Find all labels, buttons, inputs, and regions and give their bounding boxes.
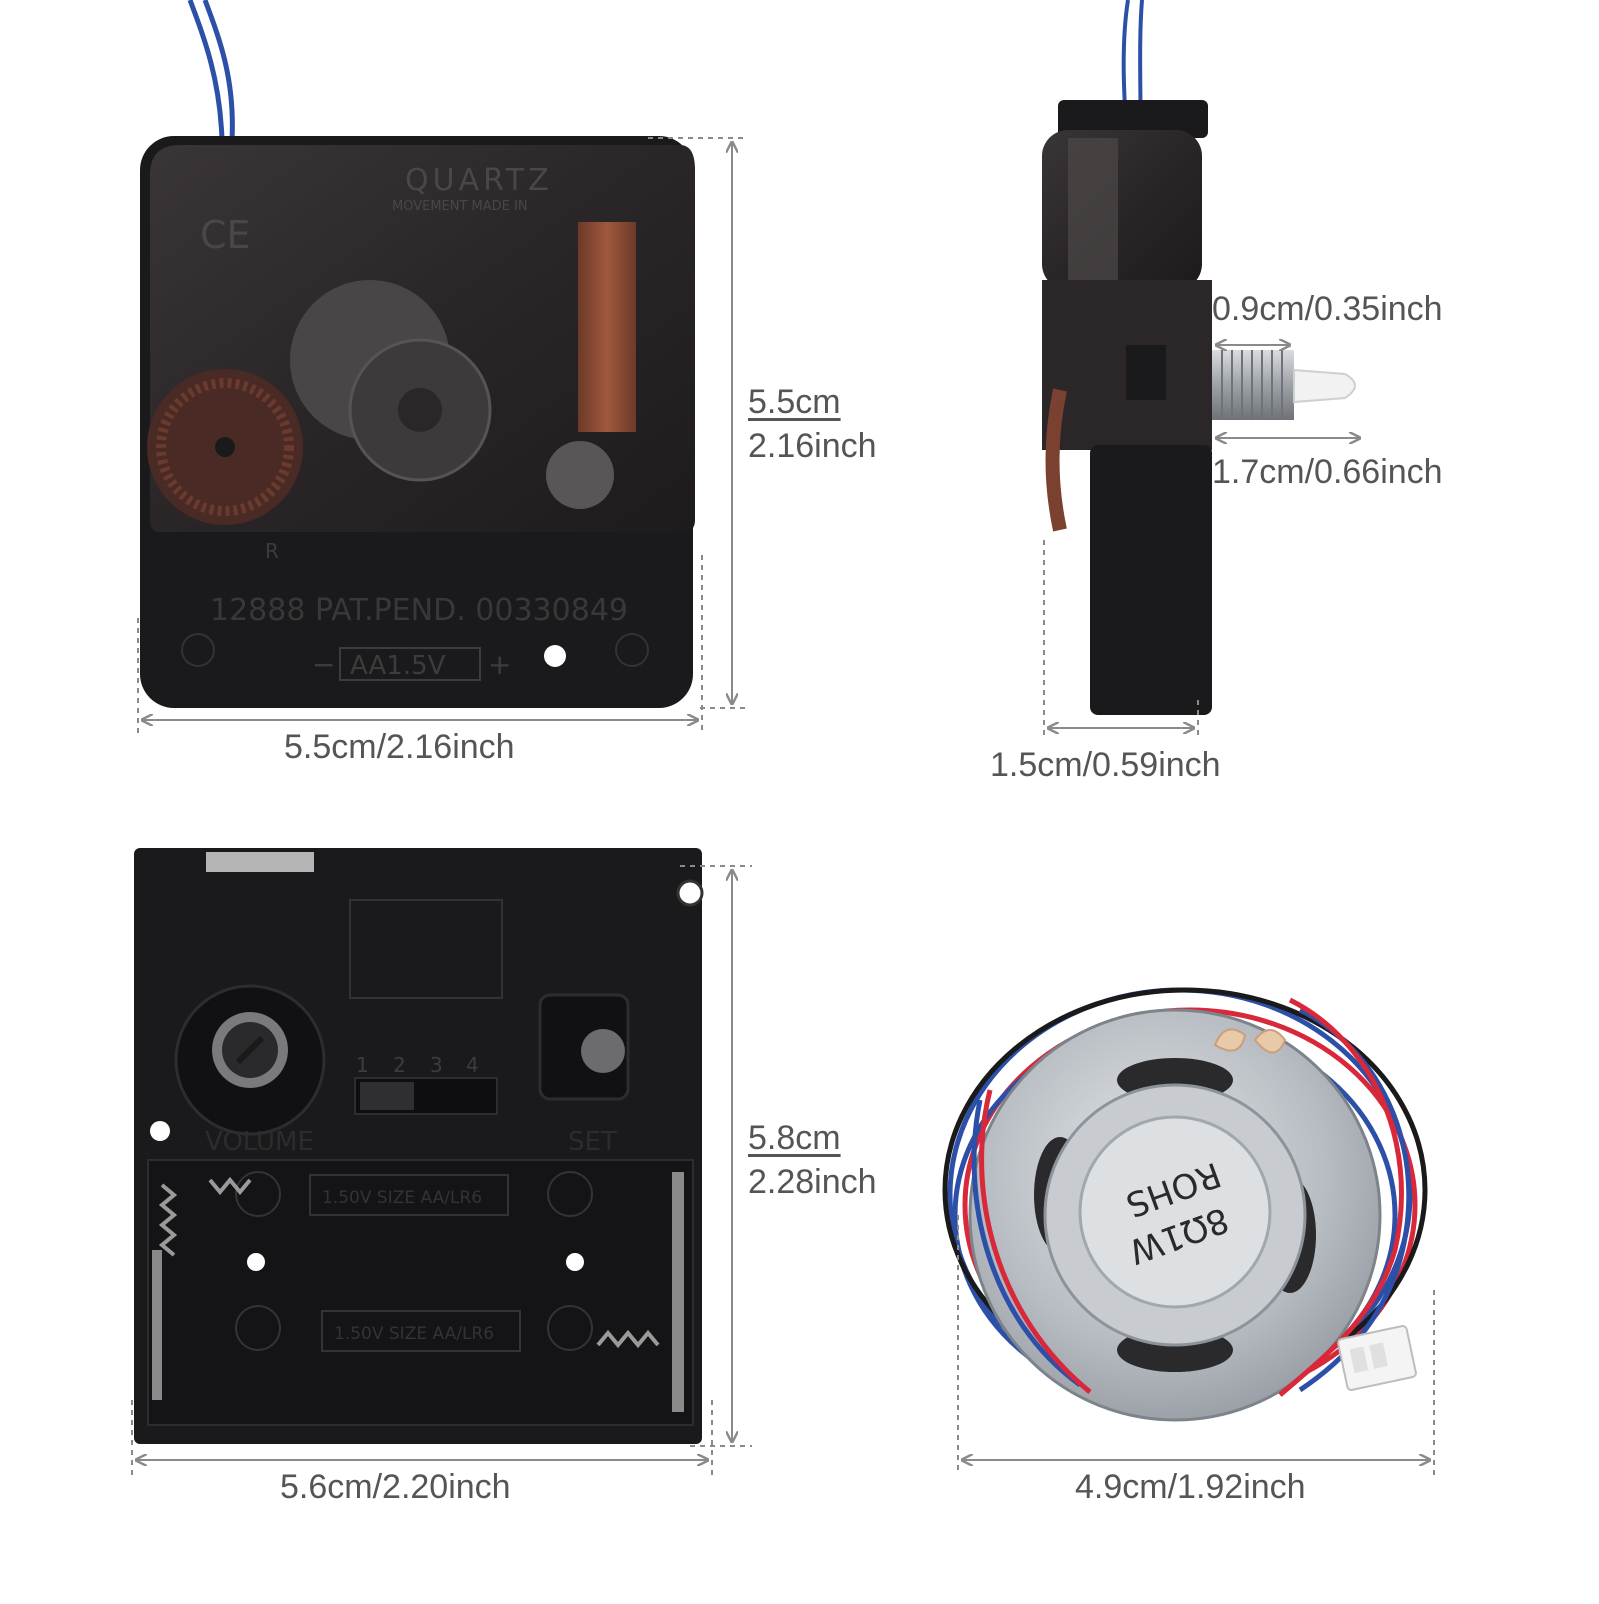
switch-number: 2 [393, 1053, 406, 1077]
shaft-threads [1221, 350, 1283, 420]
mount-hole [615, 633, 649, 667]
volume-knob [174, 984, 326, 1136]
switch-number: 1 [356, 1053, 369, 1077]
part-number-emboss: 12888 PAT.PEND. 00330849 [210, 593, 628, 628]
battery-emboss: AA1.5V [350, 651, 446, 681]
set-emboss: SET [568, 1127, 617, 1157]
shaft-short-label: 0.9cm/0.35inch [1212, 290, 1443, 328]
r-mark: R [265, 539, 279, 563]
movement-front-height-label: 5.5cm 2.16inch [748, 380, 877, 468]
mode-switch: 1 2 3 4 [354, 1053, 498, 1115]
plus-terminal-emboss [547, 1171, 593, 1217]
chime-box-height-inch: 2.28inch [748, 1163, 877, 1201]
corner-hole [676, 879, 704, 907]
second-hand-pin [1293, 368, 1356, 404]
wire-red [979, 1089, 1092, 1394]
side-top-tab [1058, 100, 1208, 138]
bay-hole [566, 1253, 584, 1271]
ce-mark: CE [200, 213, 251, 257]
metal-contact [152, 1250, 162, 1400]
plus-emboss: + [488, 648, 511, 681]
speaker-width-label: 4.9cm/1.92inch [1075, 1468, 1306, 1506]
shaft-long-label: 1.7cm/0.66inch [1212, 453, 1443, 491]
spring-contact [596, 1329, 660, 1349]
plus-terminal-emboss [235, 1305, 281, 1351]
battery-slot-emboss [309, 1174, 509, 1216]
bay-hole [247, 1253, 265, 1271]
corner-hole [150, 1121, 170, 1141]
gear-hub [398, 388, 442, 432]
solder-tab [1213, 1028, 1247, 1052]
wire-connector [1337, 1325, 1417, 1391]
chime-box-view: 1 2 3 4 VOLUME SET 1.50V SIZE AA/LR6 1.5… [131, 848, 752, 1475]
wire-blue [187, 0, 225, 141]
battery-slot-emboss [321, 1310, 521, 1352]
chime-box-height-cm: 5.8cm [748, 1119, 841, 1157]
wire-blue [202, 0, 235, 141]
movement-front-view: QUARTZ MOVEMENT MADE IN CE R 12888 PAT.P… [137, 0, 748, 735]
gear [546, 441, 614, 509]
switch-number: 4 [466, 1053, 479, 1077]
metal-contact [672, 1172, 684, 1412]
minus-emboss: − [312, 648, 335, 681]
solder-tab [1253, 1029, 1287, 1054]
movement-front-height-inch: 2.16inch [748, 427, 877, 465]
made-in-emboss: MOVEMENT MADE IN [392, 199, 528, 214]
side-upper-body [1042, 130, 1202, 290]
side-lower-body [1090, 445, 1212, 715]
movement-front-width-label: 5.5cm/2.16inch [284, 728, 515, 766]
speaker-magnet-cap [1078, 1115, 1272, 1309]
minus-terminal-emboss [235, 1171, 281, 1217]
volume-emboss: VOLUME [205, 1127, 314, 1157]
top-clip [206, 852, 314, 872]
chime-box-width-label: 5.6cm/2.20inch [280, 1468, 511, 1506]
wire-blue [971, 1099, 1082, 1388]
time-set-knob [147, 369, 303, 525]
switch-number: 3 [430, 1053, 443, 1077]
label-recess [349, 899, 503, 999]
spring-contact [208, 1176, 252, 1196]
side-knob-edge [1045, 388, 1067, 532]
battery-emboss-box [339, 647, 481, 681]
movement-front-height-cm: 5.5cm [748, 383, 841, 421]
battery-slot-text: 1.50V SIZE AA/LR6 [322, 1188, 482, 1208]
wire-red [1278, 997, 1404, 1397]
minus-terminal-emboss [547, 1305, 593, 1351]
brand-emboss: QUARTZ [405, 163, 553, 198]
mount-hole [181, 633, 215, 667]
speaker-view: 8Ω1W ROHS [942, 987, 1435, 1475]
battery-slot-text: 1.50V SIZE AA/LR6 [334, 1324, 494, 1344]
hanger-hole [544, 645, 566, 667]
side-latch [1126, 345, 1166, 400]
set-button [538, 993, 630, 1101]
spring-contact [158, 1183, 178, 1257]
chime-box-height-label: 5.8cm 2.28inch [748, 1116, 877, 1204]
movement-side-view [1042, 0, 1360, 740]
movement-depth-label: 1.5cm/0.59inch [990, 746, 1221, 784]
coil [578, 222, 636, 432]
